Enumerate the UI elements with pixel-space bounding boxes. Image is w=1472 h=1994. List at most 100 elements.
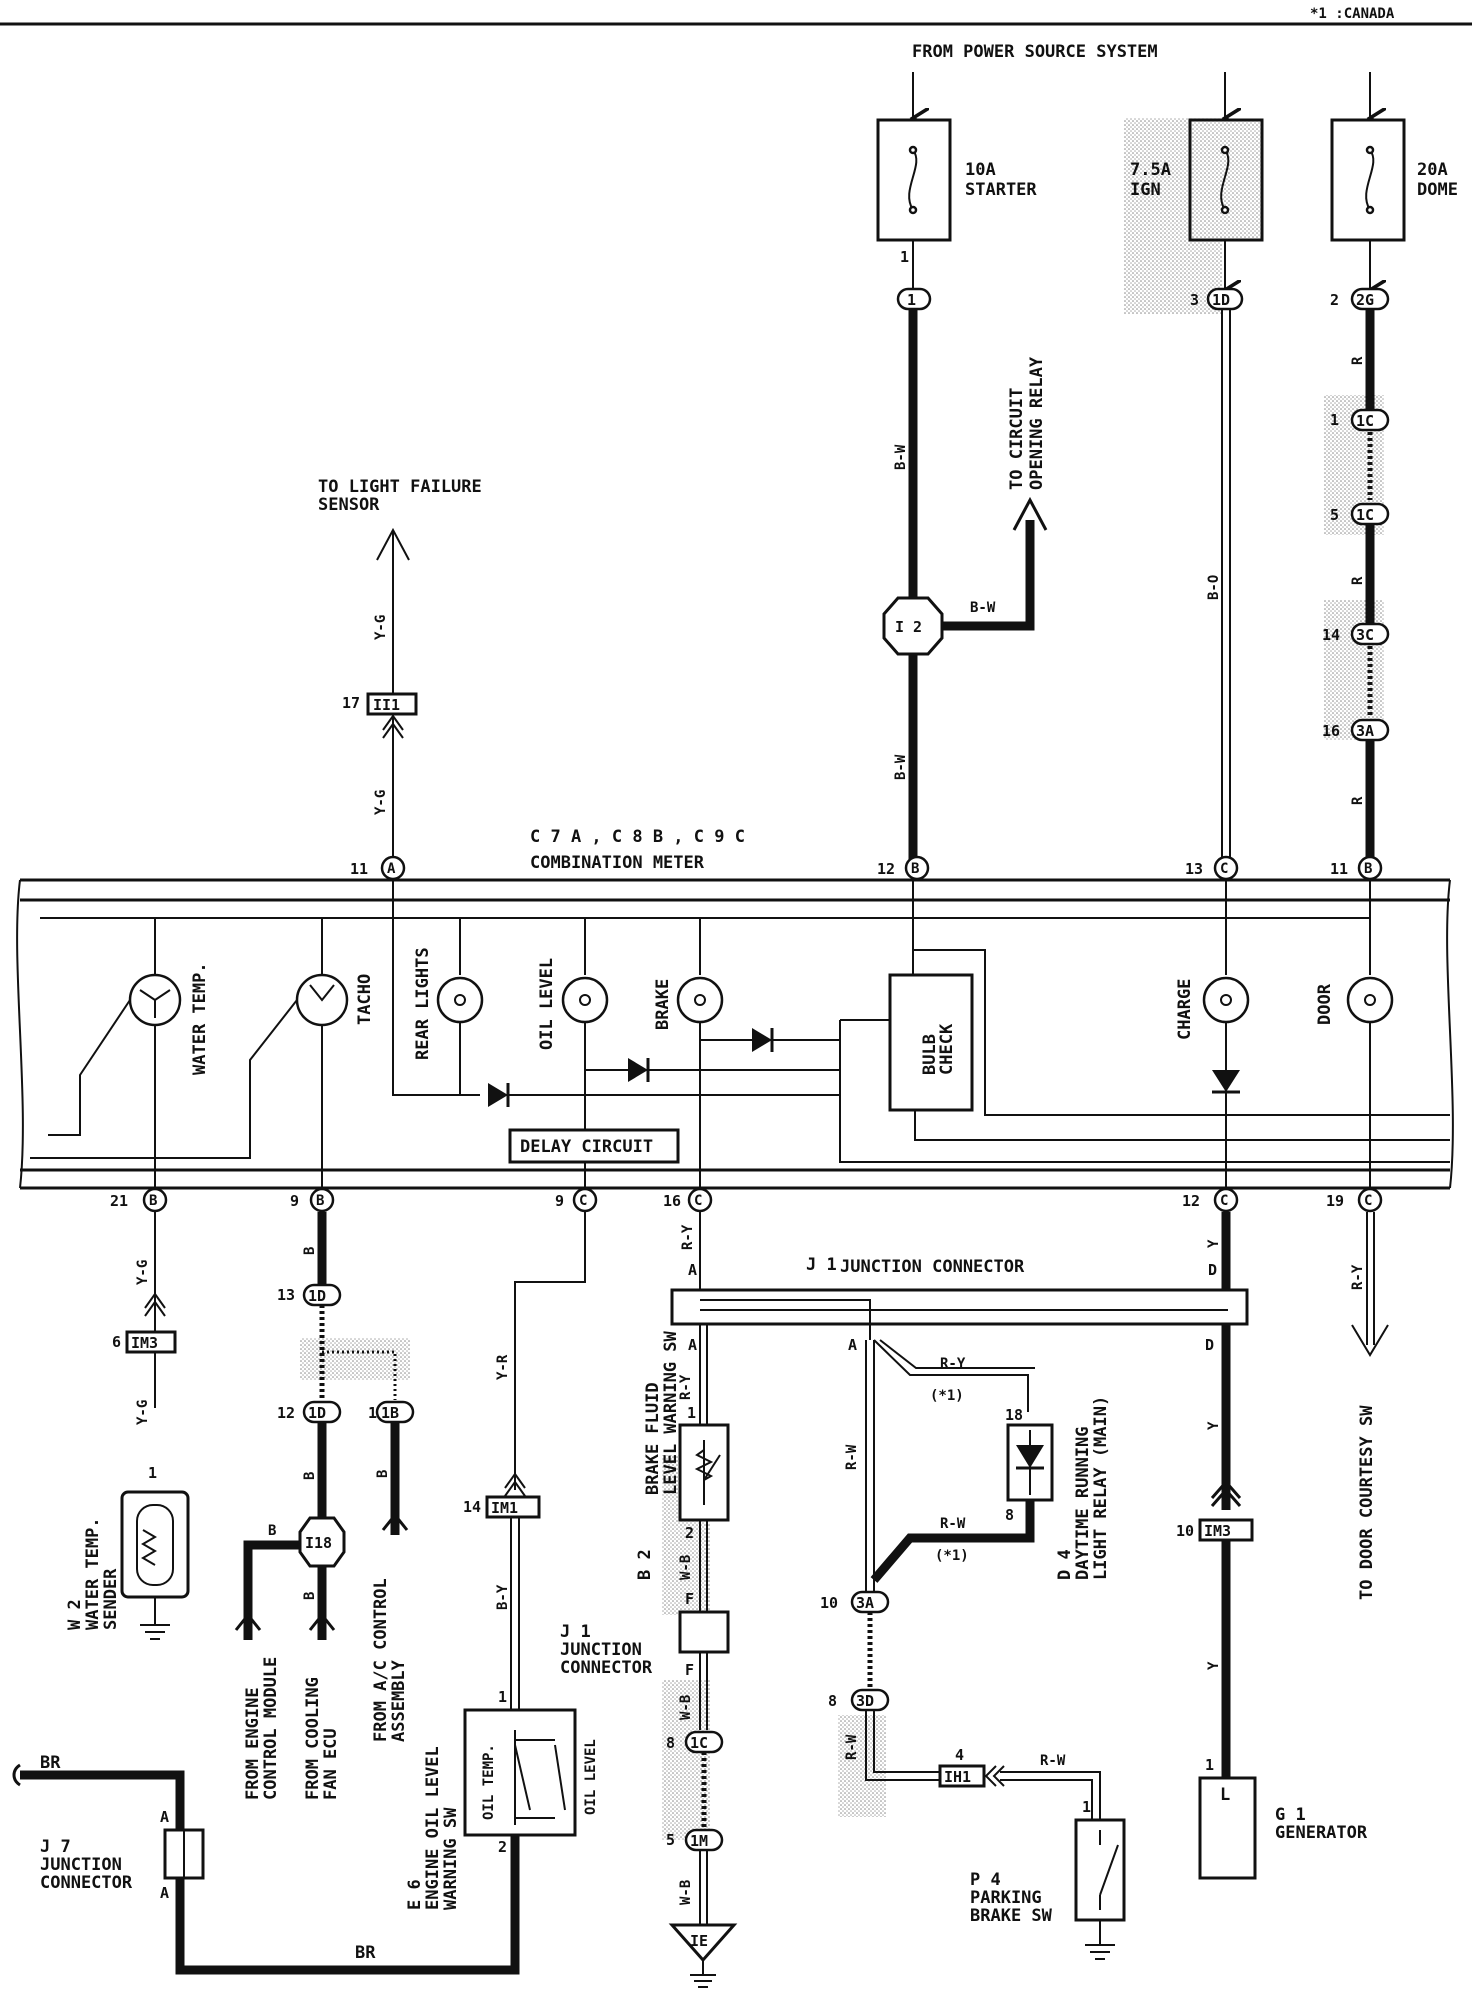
svg-text:BR: BR xyxy=(40,1753,61,1773)
starter-fuse-rating: 10A xyxy=(965,160,996,180)
svg-text:Y-G: Y-G xyxy=(135,1400,151,1425)
junction-i2 xyxy=(882,596,944,656)
svg-text:R: R xyxy=(1350,796,1366,805)
svg-text:E 6: E 6 xyxy=(405,1879,425,1910)
svg-text:11: 11 xyxy=(1330,860,1348,878)
ground-w2 xyxy=(140,1624,170,1640)
svg-text:R-Y: R-Y xyxy=(680,1224,696,1250)
svg-text:JUNCTION: JUNCTION xyxy=(560,1640,642,1660)
svg-text:CONNECTOR: CONNECTOR xyxy=(40,1873,133,1893)
svg-text:DELAY CIRCUIT: DELAY CIRCUIT xyxy=(520,1137,653,1157)
svg-text:1: 1 xyxy=(687,1404,696,1422)
svg-text:16: 16 xyxy=(1322,722,1340,740)
svg-text:J 1: J 1 xyxy=(560,1622,591,1642)
svg-text:Y: Y xyxy=(1206,1661,1222,1670)
svg-text:B: B xyxy=(302,1247,318,1255)
svg-text:2: 2 xyxy=(498,1838,507,1856)
svg-text:B-O: B-O xyxy=(1206,575,1222,600)
svg-text:B: B xyxy=(316,1193,324,1209)
svg-text:BULB: BULB xyxy=(920,1034,940,1075)
diode-2 xyxy=(628,1058,648,1082)
svg-text:R-Y: R-Y xyxy=(678,1374,694,1400)
meter-conn-c-16 xyxy=(687,1187,713,1213)
conn-ii1 xyxy=(366,692,418,716)
meter-conn-c-12 xyxy=(1213,1187,1239,1213)
conn-im1 xyxy=(485,1495,541,1519)
svg-text:TO CIRCUIT: TO CIRCUIT xyxy=(1007,388,1027,490)
svg-text:1: 1 xyxy=(900,248,909,266)
svg-text:Y-R: Y-R xyxy=(495,1354,511,1380)
svg-text:IH1: IH1 xyxy=(944,1768,971,1786)
svg-text:BRAKE FLUID: BRAKE FLUID xyxy=(643,1382,663,1495)
svg-text:10: 10 xyxy=(820,1594,838,1612)
brake-bulb xyxy=(676,976,724,1024)
meter-conn-b-21 xyxy=(142,1187,168,1213)
svg-text:CHARGE: CHARGE xyxy=(1175,979,1195,1040)
svg-text:1D: 1D xyxy=(308,1287,326,1305)
svg-text:SENDER: SENDER xyxy=(101,1568,121,1630)
rw-shade xyxy=(838,1715,886,1817)
conn-3c xyxy=(1350,622,1390,646)
svg-text:R: R xyxy=(1350,576,1366,585)
delay-circuit-box xyxy=(508,1128,680,1164)
svg-text:1C: 1C xyxy=(690,1734,708,1752)
svg-text:FROM A/C CONTROL: FROM A/C CONTROL xyxy=(371,1578,391,1742)
svg-text:18: 18 xyxy=(1005,1406,1023,1424)
svg-text:Y-G: Y-G xyxy=(373,615,389,640)
svg-text:BRAKE: BRAKE xyxy=(653,979,673,1030)
svg-text:SENSOR: SENSOR xyxy=(318,495,380,515)
svg-text:WATER TEMP.: WATER TEMP. xyxy=(83,1517,103,1630)
svg-text:B: B xyxy=(268,1523,276,1539)
svg-text:WATER TEMP.: WATER TEMP. xyxy=(190,962,210,1075)
svg-text:GENERATOR: GENERATOR xyxy=(1275,1823,1368,1843)
svg-text:1: 1 xyxy=(907,291,916,309)
conn-3d xyxy=(850,1688,890,1712)
svg-text:ENGINE OIL LEVEL: ENGINE OIL LEVEL xyxy=(423,1746,443,1910)
junction-i18 xyxy=(298,1516,346,1568)
meter-frame xyxy=(20,878,1450,1190)
svg-text:OIL LEVEL: OIL LEVEL xyxy=(537,958,557,1050)
rear-lights-bulb xyxy=(436,976,484,1024)
svg-text:IM3: IM3 xyxy=(1204,1522,1231,1540)
svg-text:TACHO: TACHO xyxy=(355,974,375,1025)
svg-text:8: 8 xyxy=(828,1692,837,1710)
svg-text:TO DOOR COURTESY SW: TO DOOR COURTESY SW xyxy=(1357,1405,1377,1600)
svg-text:LEVEL WARNING SW: LEVEL WARNING SW xyxy=(661,1330,681,1495)
svg-text:JUNCTION CONNECTOR: JUNCTION CONNECTOR xyxy=(840,1257,1025,1277)
conn-im3-w xyxy=(125,1330,177,1354)
combination-meter-title: COMBINATION METER xyxy=(530,853,705,873)
svg-text:13: 13 xyxy=(1185,860,1203,878)
svg-text:W-B: W-B xyxy=(678,1555,694,1580)
svg-text:3D: 3D xyxy=(856,1692,874,1710)
svg-text:10: 10 xyxy=(1176,1522,1194,1540)
svg-text:17: 17 xyxy=(342,694,360,712)
svg-text:B: B xyxy=(302,1472,318,1480)
ib-shade xyxy=(300,1338,410,1380)
svg-text:A: A xyxy=(848,1336,857,1354)
svg-text:CHECK: CHECK xyxy=(937,1023,957,1075)
svg-text:P 4: P 4 xyxy=(970,1870,1001,1890)
svg-text:FROM COOLING: FROM COOLING xyxy=(303,1677,323,1800)
svg-text:6: 6 xyxy=(112,1333,121,1351)
oil-level-bulb xyxy=(561,976,609,1024)
meter-connector-ids: C 7 A , C 8 B , C 9 C xyxy=(530,827,745,847)
svg-text:1: 1 xyxy=(1082,1798,1091,1816)
svg-text:B-W: B-W xyxy=(970,600,996,616)
ign-fuse-rating: 7.5A xyxy=(1130,160,1171,180)
svg-text:J 7: J 7 xyxy=(40,1837,71,1857)
svg-text:IE: IE xyxy=(690,1932,708,1950)
svg-text:C: C xyxy=(1220,861,1228,877)
svg-text:12: 12 xyxy=(277,1404,295,1422)
svg-text:R-Y: R-Y xyxy=(1350,1264,1366,1290)
dome-fuse-box xyxy=(1330,118,1406,242)
svg-text:IM1: IM1 xyxy=(491,1499,518,1517)
svg-text:R: R xyxy=(1350,356,1366,365)
starter-fuse-box xyxy=(876,118,952,242)
svg-text:D: D xyxy=(1208,1261,1217,1279)
svg-text:1D: 1D xyxy=(1212,291,1230,309)
svg-text:BRAKE SW: BRAKE SW xyxy=(970,1906,1053,1926)
svg-text:B: B xyxy=(149,1193,157,1209)
svg-text:I18: I18 xyxy=(305,1534,332,1552)
svg-text:B 2: B 2 xyxy=(635,1549,655,1580)
svg-text:D: D xyxy=(1205,1336,1214,1354)
